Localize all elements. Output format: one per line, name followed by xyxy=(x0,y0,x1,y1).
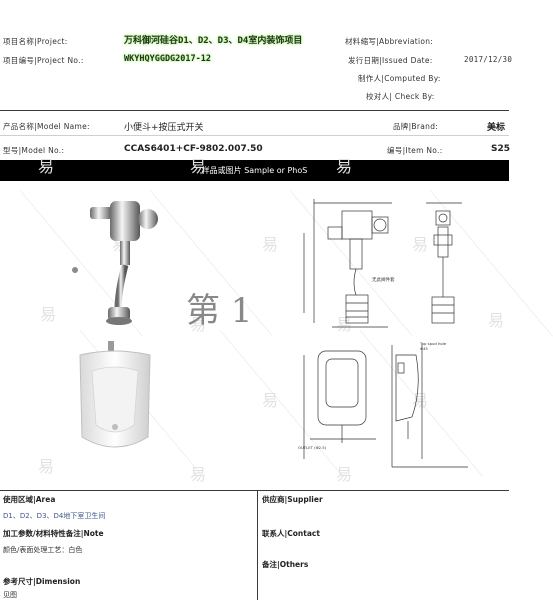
issued-date-value: 2017/12/30 xyxy=(464,55,513,64)
watermark-glyph: 易 xyxy=(40,305,57,324)
dimension-label: 参考尺寸|Dimension xyxy=(3,577,81,586)
valve-technical-drawing: 无此阀件套 xyxy=(303,199,462,328)
model-name-label: 产品名称|Model Name: xyxy=(3,122,90,131)
project-name-value: 万科御河硅谷D1、D2、D3、D4室内装饰项目 xyxy=(124,36,303,46)
area-value: D1、D2、D3、D4地下室卫生间 xyxy=(3,512,106,520)
computed-by-label: 制作人|Computed By: xyxy=(358,74,441,83)
row-divider xyxy=(0,135,509,136)
model-name-value: 小便斗+按压式开关 xyxy=(124,123,204,133)
page-overlay-text: 第 1 xyxy=(186,291,253,331)
urinal-photo xyxy=(79,341,151,448)
watermark-glyph: 易 xyxy=(336,315,353,334)
drawing-label: OUTLET (Φ2.5) xyxy=(298,445,327,450)
supplier-label: 供应商|Supplier xyxy=(262,495,323,504)
item-no-value: S25 xyxy=(491,144,511,154)
urinal-technical-drawing: Top spud hole Φ45 OUTLET (Φ2.5) xyxy=(298,341,468,468)
others-label: 备注|Others xyxy=(262,560,309,569)
brand-value: 美标 xyxy=(487,123,506,133)
bullet-dot xyxy=(72,267,78,273)
watermark-glyph: 易 xyxy=(262,391,279,410)
image-area: 易 易 易 易 易 易 易 易 易 易 易 易 易 易 易 易 第 1 xyxy=(0,157,553,490)
project-name-label: 项目名称|Project: xyxy=(3,37,68,46)
watermark-glyph: 易 xyxy=(488,311,505,330)
bottom-table-top-border xyxy=(0,490,509,491)
watermark-glyph: 易 xyxy=(336,465,353,484)
watermark-glyph: 易 xyxy=(190,315,207,334)
watermark-glyph: 易 xyxy=(38,457,55,476)
flush-valve-photo xyxy=(90,201,158,325)
abbreviation-label: 材料缩写|Abbreviation: xyxy=(345,37,434,46)
dimension-value: 见图 xyxy=(3,591,17,599)
issued-date-label: 发行日期|Issued Date: xyxy=(348,56,433,65)
watermark-glyph: 易 xyxy=(262,235,279,254)
watermark-glyph: 易 xyxy=(190,157,207,176)
watermark-glyph: 易 xyxy=(190,465,207,484)
watermark-glyph: 易 xyxy=(412,391,429,410)
watermark-glyph: 易 xyxy=(412,235,429,254)
item-no-label: 编号|Item No.: xyxy=(387,146,443,155)
drawing-label: 无此阀件套 xyxy=(372,276,395,283)
project-no-value: WKYHQYGGDG2017-12 xyxy=(124,54,211,64)
drawing-label: Top spud hole xyxy=(419,341,447,346)
brand-label: 品牌|Brand: xyxy=(393,122,439,131)
model-no-label: 型号|Model No.: xyxy=(3,146,65,155)
area-label: 使用区域|Area xyxy=(3,495,56,504)
bottom-table-middle-border xyxy=(257,490,258,600)
material-note-value: 颜色/表面处理工艺：白色 xyxy=(3,546,83,554)
material-note-label: 加工参数/材料特性备注|Note xyxy=(3,529,104,538)
checked-by-label: 校对人| Check By: xyxy=(366,92,435,101)
header-divider xyxy=(0,110,509,111)
contact-label: 联系人|Contact xyxy=(262,529,320,538)
sample-banner: 样品或图片 Sample or PhoS xyxy=(0,160,509,181)
drawing-label: Φ45 xyxy=(420,346,428,351)
project-no-label: 项目编号|Project No.: xyxy=(3,56,84,65)
watermark-glyph: 易 xyxy=(38,157,55,176)
model-no-value: CCAS6401+CF-9802.007.50 xyxy=(124,144,263,154)
watermark-glyph: 易 xyxy=(336,157,353,176)
